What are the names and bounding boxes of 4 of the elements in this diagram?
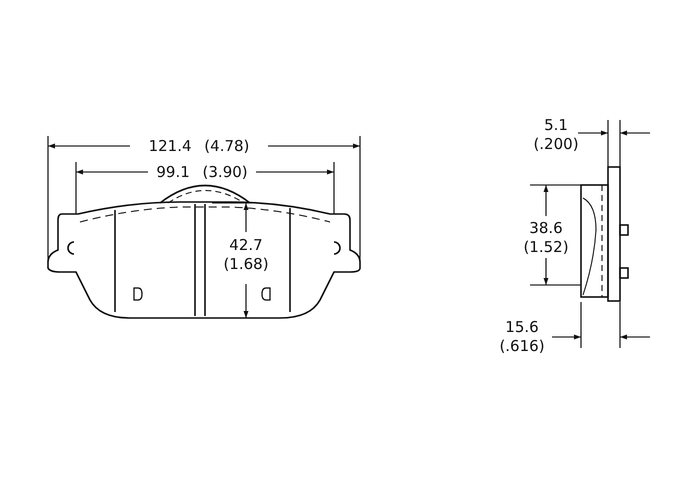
dimension-label: 38.6 (1.52) xyxy=(522,219,570,257)
dimension-label: 15.6 (.616) xyxy=(498,318,546,356)
dimension-label: 42.7 (1.68) xyxy=(222,236,270,274)
dimension-label: 5.1 (.200) xyxy=(532,116,580,154)
